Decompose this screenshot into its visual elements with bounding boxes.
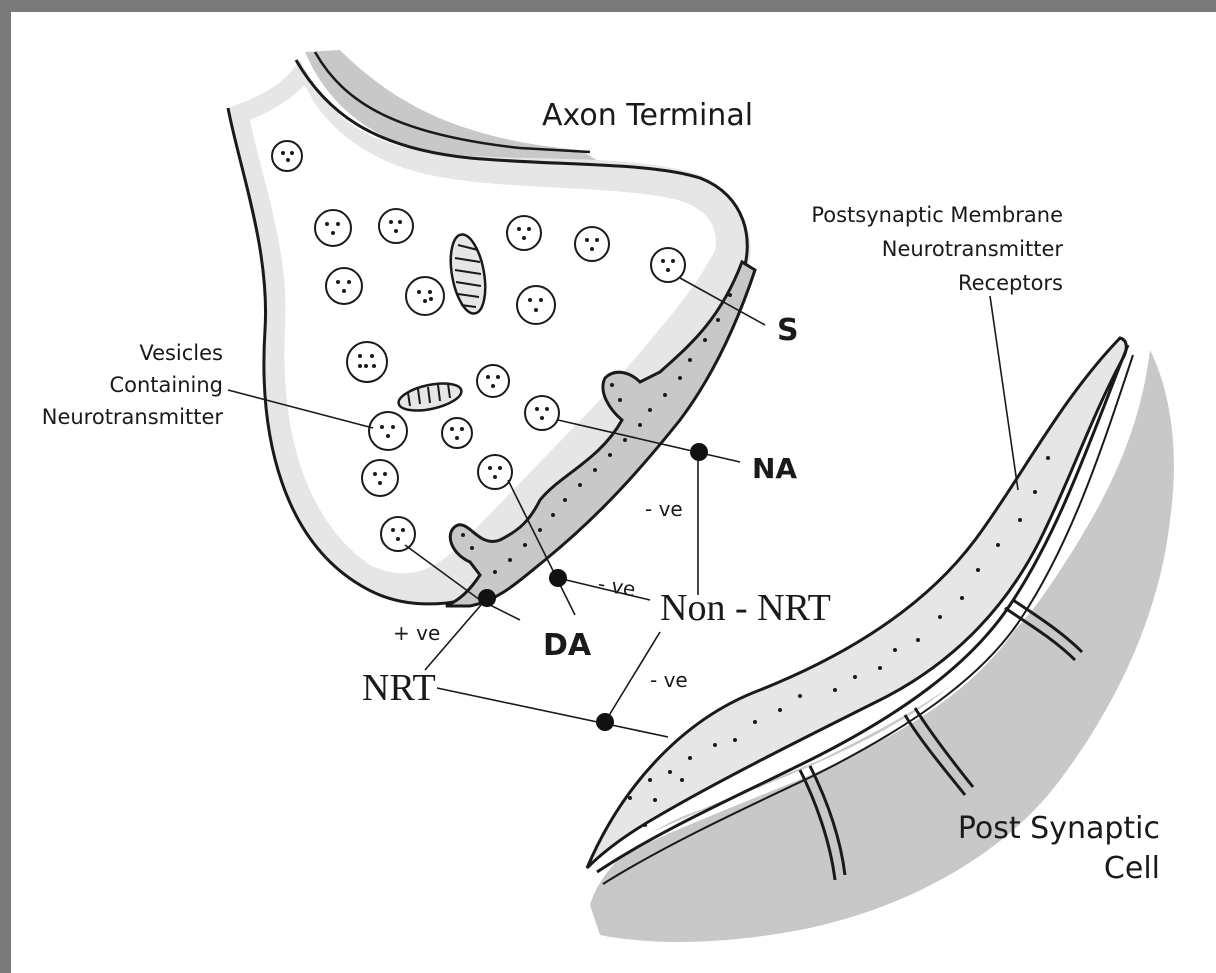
line-nrt-post (437, 688, 668, 737)
axon-terminal (228, 50, 755, 606)
label-na: NA (752, 452, 797, 485)
junction-post (596, 713, 614, 731)
label-receptors: Receptors (958, 271, 1063, 295)
label-containing: Containing (109, 373, 223, 397)
label-postsynaptic-membrane: Postsynaptic Membrane (811, 203, 1063, 227)
postsynaptic-cell (587, 338, 1174, 942)
junction-non-nrt (549, 569, 567, 587)
label-vesicles: Vesicles (139, 341, 223, 365)
label-axon-terminal: Axon Terminal (542, 98, 753, 133)
label-s: S (777, 313, 799, 348)
label-pos-nrt: + ve (393, 621, 440, 645)
label-cell: Cell (1104, 851, 1160, 886)
junction-nrt (478, 589, 496, 607)
junction-na (690, 443, 708, 461)
label-post-synaptic: Post Synaptic (958, 811, 1160, 846)
line-receptors (990, 296, 1018, 490)
label-da: DA (543, 628, 592, 663)
label-neurotransmitter: Neurotransmitter (882, 237, 1064, 261)
label-nrt: NRT (362, 667, 436, 709)
label-neg-da: - ve (596, 571, 637, 601)
label-neg-post: - ve (650, 668, 688, 692)
label-non-nrt: Non - NRT (660, 587, 831, 629)
label-neurotransmitter-vesicles: Neurotransmitter (42, 405, 224, 429)
label-neg-na: - ve (645, 497, 683, 521)
